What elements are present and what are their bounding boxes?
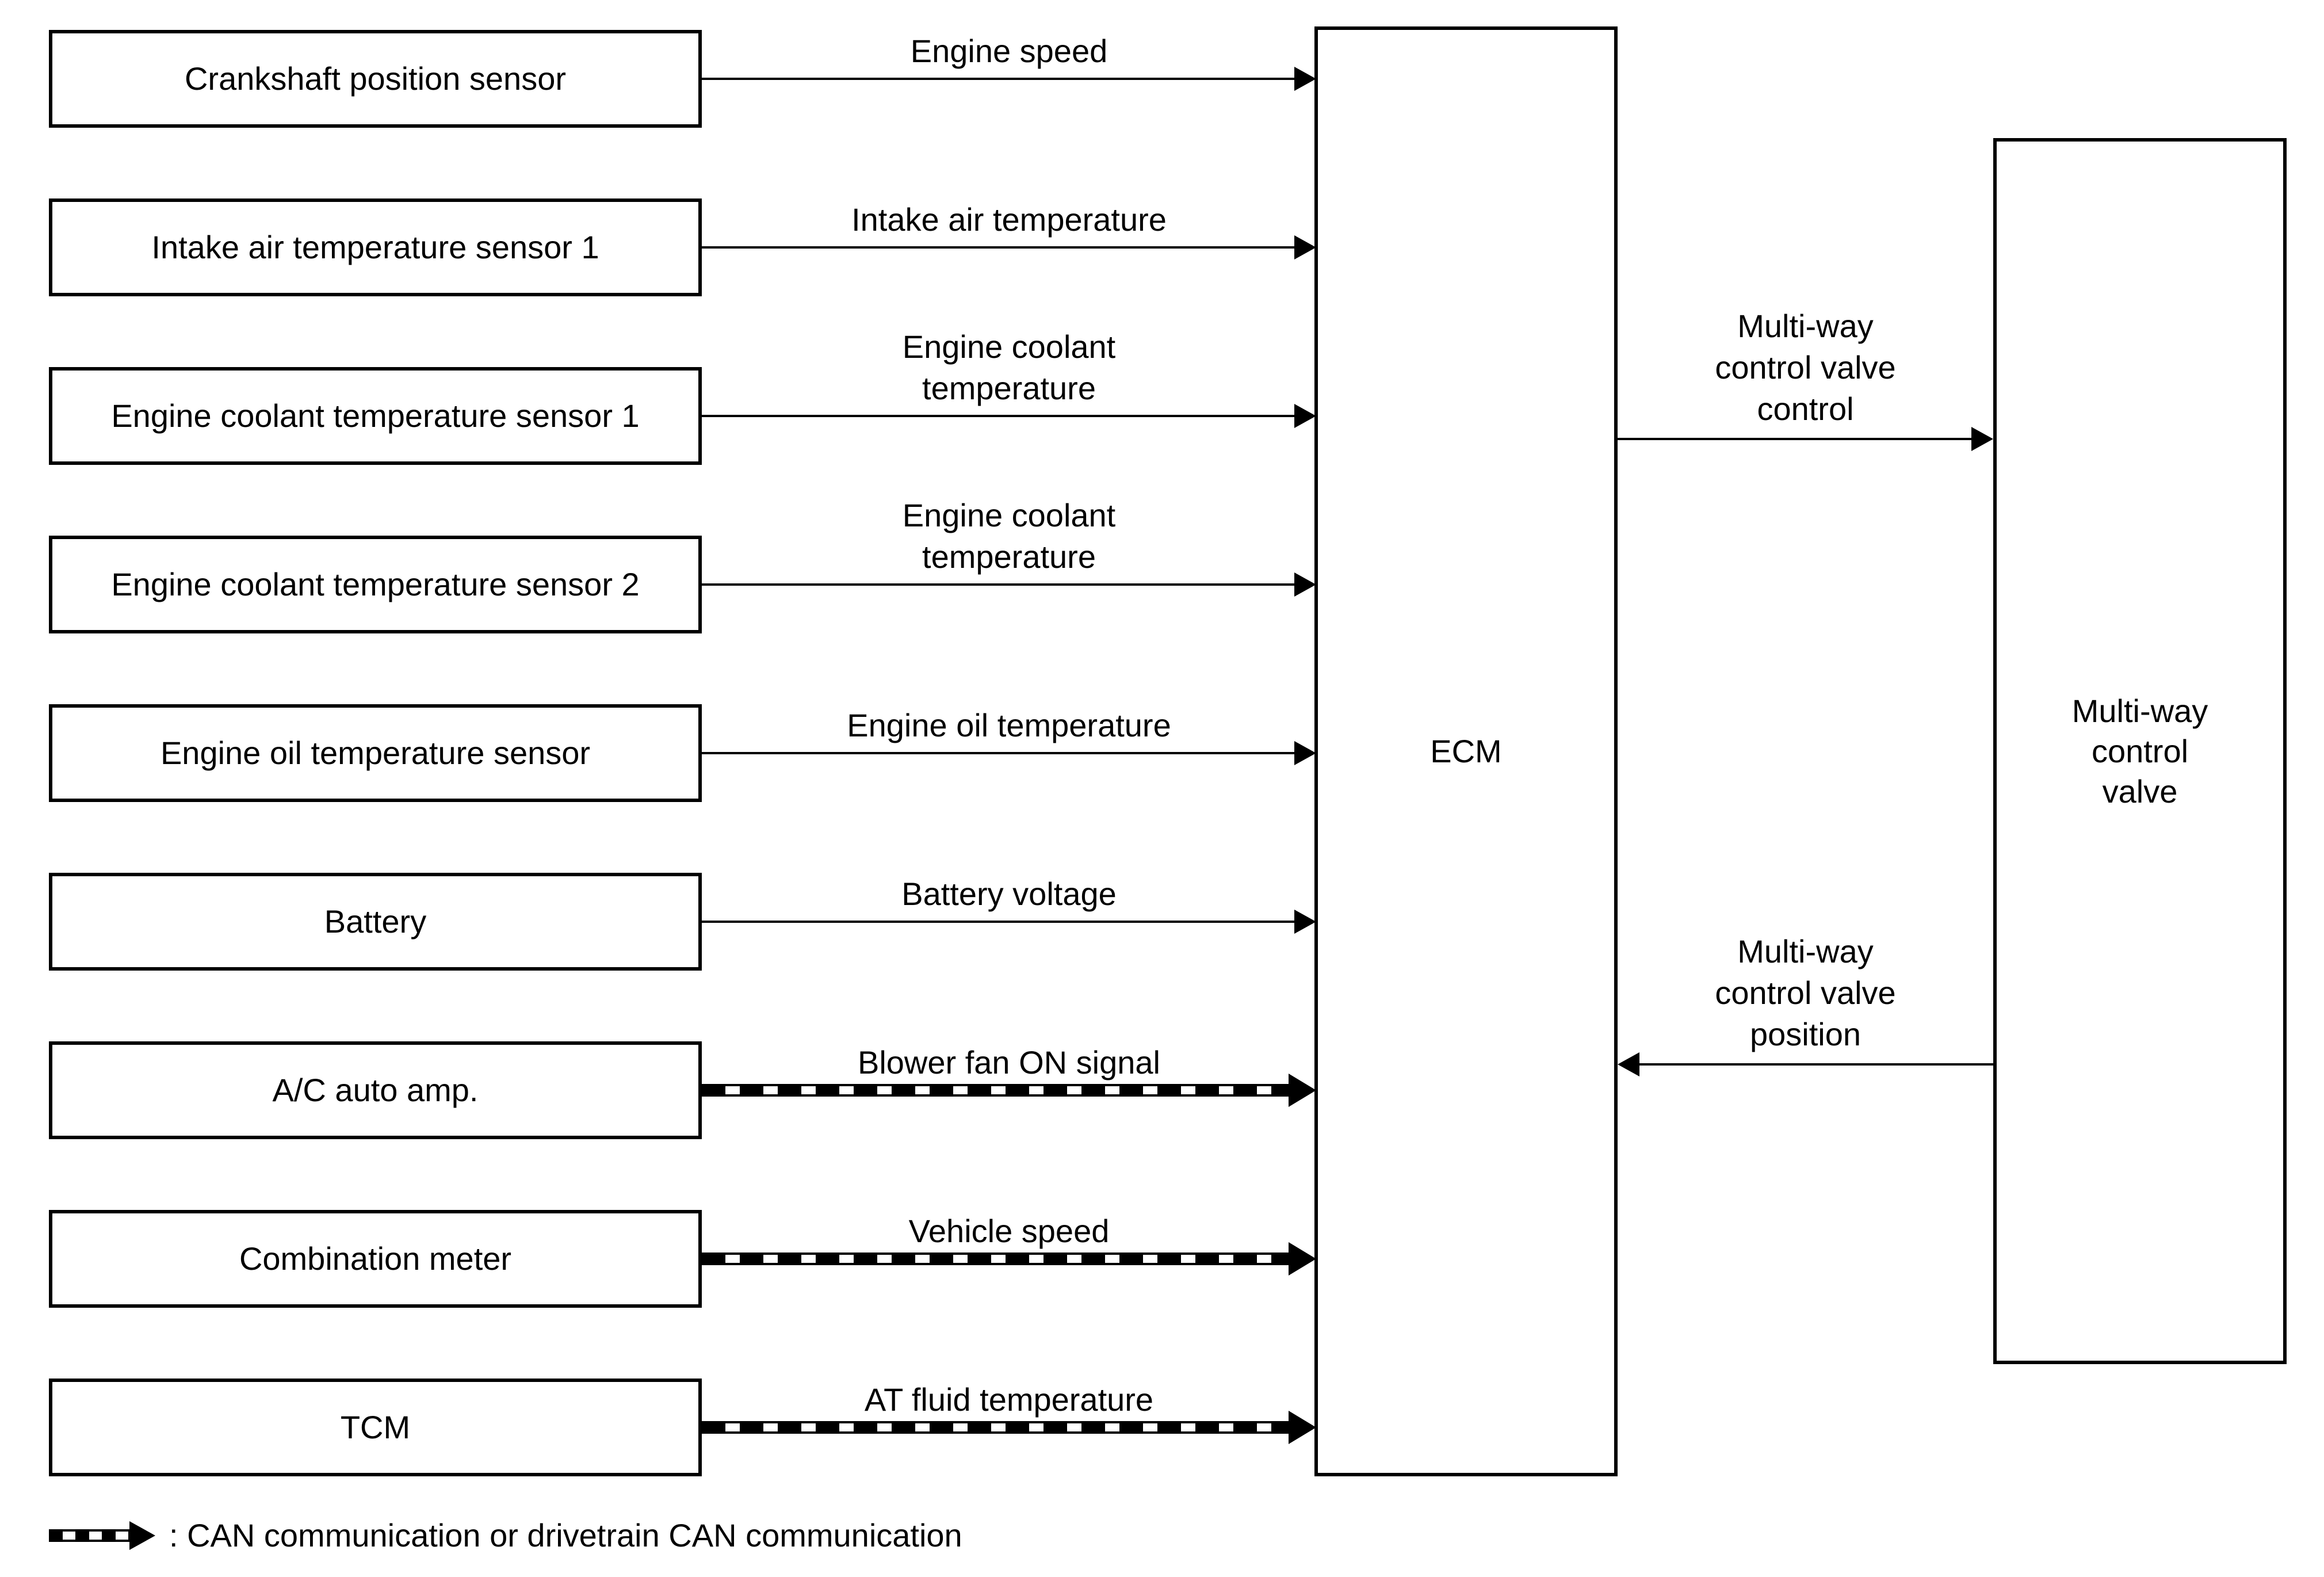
arrowhead-icon (1294, 572, 1316, 597)
box-ecm: ECM (1314, 26, 1618, 1476)
arrowhead-icon (1289, 1411, 1316, 1444)
box-label: TCM (340, 1409, 411, 1445)
box-label: Crankshaft position sensor (184, 60, 566, 97)
arrow-can-at-fluid-temperature (702, 1411, 1316, 1444)
arrow-intake-air-temperature (702, 235, 1316, 259)
arrowhead-icon (1971, 427, 1993, 451)
arrow-line (702, 78, 1298, 80)
label-battery-voltage: Battery voltage (901, 876, 1117, 912)
arrow-multi-way-control-valve-position (1618, 1052, 1993, 1076)
legend: : CAN communication or drivetrain CAN co… (49, 1519, 962, 1552)
label-at-fluid-temperature: AT fluid temperature (864, 1381, 1154, 1418)
can-striped-shaft (702, 1253, 1291, 1265)
arrow-engine-speed (702, 67, 1316, 91)
box-engine-oil-temperature-sensor: Engine oil temperature sensor (49, 704, 702, 802)
arrowhead-icon (1294, 404, 1316, 428)
arrow-line (702, 752, 1298, 754)
box-crankshaft-position-sensor: Crankshaft position sensor (49, 30, 702, 128)
legend-text: : CAN communication or drivetrain CAN co… (169, 1517, 962, 1553)
arrow-can-blower-fan-on-signal (702, 1074, 1316, 1107)
label-multi-way-control-valve-control: Multi-way control valve control (1715, 308, 1896, 427)
arrow-line (702, 921, 1298, 923)
box-label: Intake air temperature sensor 1 (151, 229, 599, 265)
arrowhead-icon (1294, 910, 1316, 934)
box-combination-meter: Combination meter (49, 1210, 702, 1308)
arrowhead-icon (1294, 235, 1316, 259)
arrow-engine-oil-temperature (702, 741, 1316, 765)
label-engine-oil-temperature: Engine oil temperature (847, 707, 1171, 743)
label-multi-way-control-valve-position: Multi-way control valve position (1715, 933, 1896, 1052)
box-multi-way-control-valve: Multi-way control valve (1993, 138, 2287, 1364)
arrow-line (702, 583, 1298, 586)
label-engine-coolant-temperature-2: Engine coolant temperature (902, 497, 1116, 575)
box-ac-auto-amp: A/C auto amp. (49, 1041, 702, 1139)
can-striped-shaft (49, 1529, 129, 1542)
label-vehicle-speed: Vehicle speed (908, 1213, 1110, 1249)
ecm-label: ECM (1430, 733, 1502, 769)
box-label: Engine coolant temperature sensor 2 (111, 566, 640, 602)
legend-can-arrow-icon (49, 1519, 155, 1552)
arrowhead-icon (1294, 741, 1316, 765)
box-label: Combination meter (239, 1240, 512, 1277)
arrow-line (702, 246, 1298, 249)
box-tcm: TCM (49, 1379, 702, 1476)
arrow-multi-way-control-valve-control (1618, 427, 1993, 451)
arrow-engine-coolant-temperature-1 (702, 404, 1316, 428)
box-label: Engine coolant temperature sensor 1 (111, 398, 640, 434)
arrowhead-icon (1289, 1242, 1316, 1276)
label-engine-speed: Engine speed (910, 33, 1108, 69)
arrowhead-icon (1618, 1052, 1639, 1076)
arrow-line (1636, 1063, 1993, 1066)
label-blower-fan-on-signal: Blower fan ON signal (857, 1044, 1160, 1080)
arrow-can-vehicle-speed (702, 1242, 1316, 1276)
label-engine-coolant-temperature-1: Engine coolant temperature (902, 329, 1116, 406)
box-label: A/C auto amp. (272, 1072, 479, 1108)
arrow-line (702, 415, 1298, 417)
box-label: Engine oil temperature sensor (160, 735, 591, 771)
arrow-engine-coolant-temperature-2 (702, 572, 1316, 597)
box-battery: Battery (49, 873, 702, 971)
can-striped-shaft (702, 1084, 1291, 1097)
arrowhead-icon (129, 1521, 155, 1550)
label-intake-air-temperature: Intake air temperature (851, 201, 1167, 238)
box-intake-air-temperature-sensor-1: Intake air temperature sensor 1 (49, 198, 702, 296)
box-engine-coolant-temperature-sensor-1: Engine coolant temperature sensor 1 (49, 367, 702, 465)
can-striped-shaft (702, 1421, 1291, 1434)
arrow-battery-voltage (702, 910, 1316, 934)
valve-label: Multi-way control valve (2071, 692, 2208, 809)
box-label: Battery (324, 903, 427, 940)
arrow-line (1618, 438, 1975, 440)
box-engine-coolant-temperature-sensor-2: Engine coolant temperature sensor 2 (49, 536, 702, 633)
arrowhead-icon (1289, 1074, 1316, 1107)
arrowhead-icon (1294, 67, 1316, 91)
